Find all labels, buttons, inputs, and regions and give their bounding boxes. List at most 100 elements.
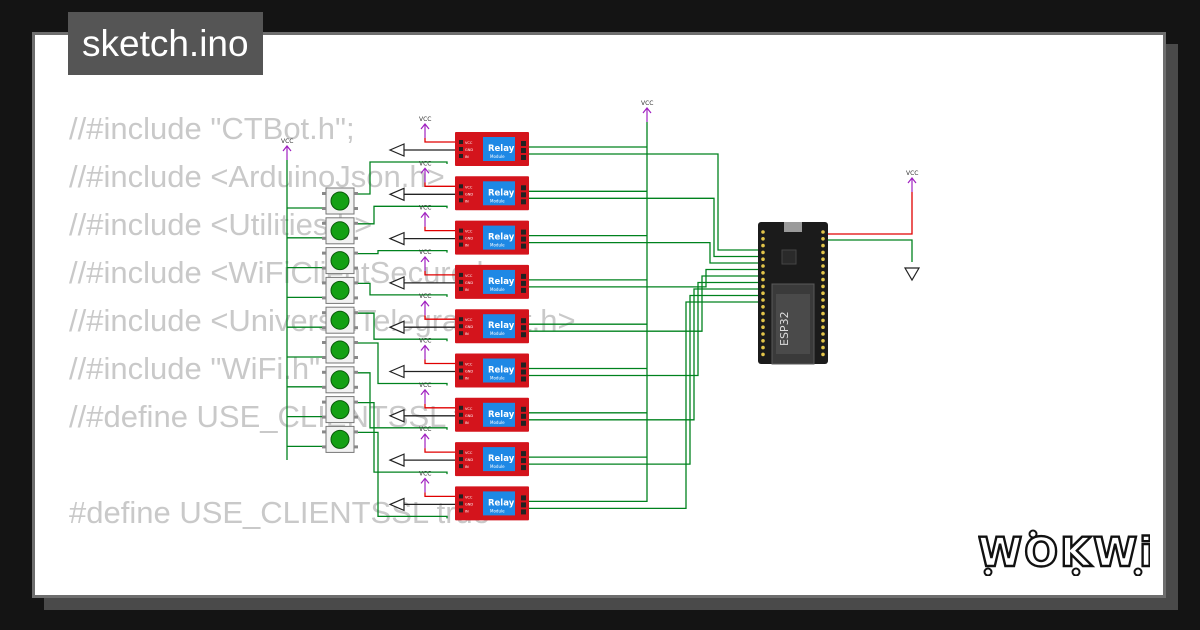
relay-terminal (521, 229, 526, 235)
relay-pin-label: VCC (465, 407, 473, 411)
relay-pin-label: IN (465, 288, 469, 292)
relay-vcc-wire (424, 182, 461, 187)
push-button (322, 366, 358, 394)
button-leg (322, 341, 326, 344)
relay-pin-label: IN (465, 155, 469, 159)
usb-chip (781, 249, 797, 265)
relay-terminal (521, 273, 526, 279)
board-pin (821, 237, 825, 241)
relay-sublabel: Module (490, 243, 505, 248)
relay-terminal (521, 502, 526, 508)
parts-layer: RelayModuleVCCGNDINVCCRelayModuleVCCGNDI… (281, 100, 921, 521)
relay-terminal (521, 465, 526, 471)
board-pin (761, 311, 765, 316)
relay-label: Relay (488, 454, 515, 464)
relay-terminal (521, 243, 526, 249)
push-button (322, 187, 358, 215)
project-preview-card[interactable]: //#include "CTBot.h";//#include <Arduino… (32, 32, 1166, 598)
code-background: //#include "CTBot.h";//#include <Arduino… (69, 105, 576, 595)
relay-vcc-label: VCC (419, 338, 431, 345)
relay-coil (483, 181, 515, 206)
relay-terminal (521, 413, 526, 419)
relay-pin (459, 154, 463, 158)
button-leg (354, 221, 358, 225)
relay-terminal (521, 148, 526, 153)
relay-sublabel: Module (490, 464, 505, 469)
relay-pin (459, 317, 463, 322)
relay-terminal (521, 287, 526, 293)
relay-vcc-wire (424, 403, 461, 409)
ground-symbol (388, 497, 405, 512)
relay-pin (459, 419, 463, 424)
board-pin (761, 243, 765, 248)
relay-vcc-label: VCC (419, 470, 431, 477)
wokwi-logo: WOKWi (978, 529, 1150, 576)
relay-vcc-wire (424, 315, 461, 320)
relay-terminal (521, 141, 526, 146)
ground-symbol (903, 267, 921, 282)
board-pin (761, 352, 765, 357)
relay-pin-label: IN (465, 509, 469, 513)
board-pin (761, 325, 765, 330)
vcc-arrow (907, 177, 917, 184)
relay-pin-label: GND (465, 237, 473, 241)
button-leg (354, 430, 358, 434)
relay-terminal (521, 451, 526, 457)
push-button (322, 276, 358, 304)
relay-signal-wire (529, 275, 760, 332)
relay-pin-label: VCC (465, 185, 473, 189)
relay-vcc-wire (424, 226, 461, 232)
relay-vcc-label: VCC (419, 205, 431, 212)
relay-pin (459, 494, 463, 499)
button-leg (322, 296, 326, 300)
relay-signal-wire (529, 268, 760, 288)
button-signal-wire (358, 401, 448, 475)
relay-pin (459, 242, 463, 247)
relay-vcc-wire (424, 448, 461, 453)
button-leg (354, 236, 358, 240)
vcc-arrow (420, 167, 430, 174)
relay-pin (459, 324, 463, 329)
relay-vcc-wire (424, 138, 461, 143)
board-pin (821, 298, 825, 302)
ground-symbol (388, 275, 405, 290)
relay-vcc-label: VCC (419, 249, 431, 256)
button-leg (354, 341, 358, 344)
ground-symbol (388, 453, 405, 468)
board-pin (761, 271, 765, 275)
relay-terminal (521, 199, 526, 205)
relay-coil (483, 269, 515, 294)
relay-coil (483, 491, 515, 516)
button-signal-wire (358, 342, 448, 386)
relay-terminal (521, 369, 526, 375)
button-leg (322, 207, 326, 210)
relay-terminal (521, 509, 526, 515)
button-signal-wire (358, 372, 448, 430)
button-leg (354, 370, 358, 374)
file-name-tab[interactable]: sketch.ino (68, 12, 263, 75)
board-vcc-wire (828, 192, 913, 235)
relay-sublabel: Module (490, 154, 505, 159)
board-pin (761, 332, 765, 336)
board-pin (821, 277, 825, 282)
button-leg (322, 385, 326, 389)
relay-label: Relay (488, 144, 515, 154)
button-leg (354, 356, 358, 359)
board-pin (821, 257, 825, 262)
relay-pin-label: IN (465, 244, 469, 248)
board-pin (821, 250, 825, 255)
button-cap (330, 429, 350, 449)
push-button (322, 396, 358, 424)
relay-terminal (521, 155, 526, 160)
board-pin (761, 257, 765, 262)
button-signal-wire (358, 312, 448, 342)
relay-pin (459, 450, 463, 455)
push-button (322, 217, 358, 245)
button-leg (322, 311, 326, 315)
